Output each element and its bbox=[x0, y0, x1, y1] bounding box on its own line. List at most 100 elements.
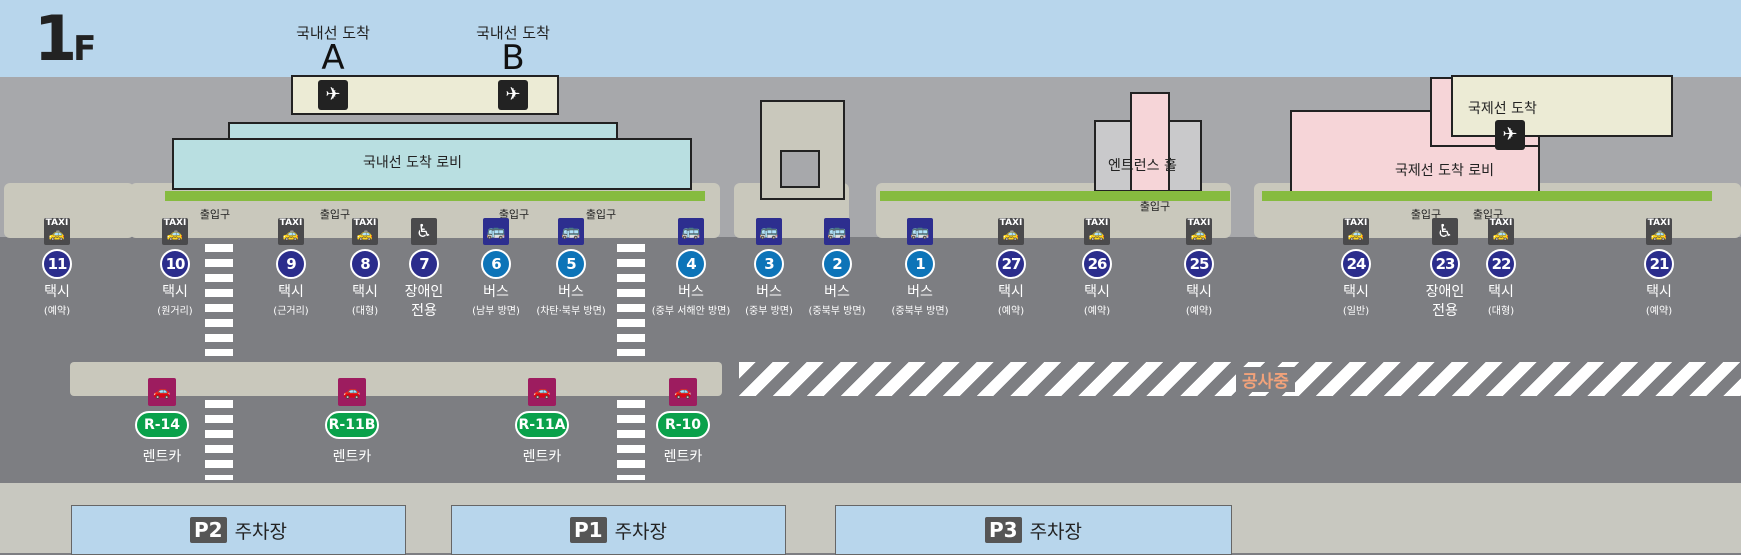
stop-label: 버스 bbox=[483, 284, 509, 300]
taxi-icon: TAXI🚕 bbox=[1488, 218, 1514, 245]
bus-icon: 🚌 bbox=[678, 218, 704, 245]
stop-number: 10 bbox=[160, 249, 190, 279]
stop-number: 6 bbox=[481, 249, 511, 279]
stop-sublabel: (예약) bbox=[1645, 306, 1673, 317]
bus-icon: 🚌 bbox=[907, 218, 933, 245]
rental-label: 렌트카 bbox=[663, 449, 703, 465]
domestic-arrival-lobby-base bbox=[172, 138, 692, 190]
stop-sublabel: (중북부 방면) bbox=[891, 306, 949, 317]
rental-label: 렌트카 bbox=[332, 449, 372, 465]
arrival-a-label: 국내선 도착 bbox=[296, 24, 370, 42]
stop-label: 버스 bbox=[907, 284, 933, 300]
stop-label: 버스 bbox=[756, 284, 782, 300]
exit-label: 출입구 bbox=[498, 208, 530, 221]
parking-code: P2 bbox=[189, 517, 227, 543]
parking-label: 주차장 bbox=[614, 520, 668, 543]
accessible-icon: ♿ bbox=[411, 218, 437, 245]
exit-label: 출입구 bbox=[1410, 208, 1442, 221]
stop-label: 택시 bbox=[278, 284, 304, 300]
rental-car-icon: 🚗 bbox=[338, 378, 366, 406]
stop-label: 택시 bbox=[162, 284, 188, 300]
taxi-icon: TAXI🚕 bbox=[352, 218, 378, 245]
bus-icon: 🚌 bbox=[824, 218, 850, 245]
stop-sublabel: (근거리) bbox=[273, 306, 309, 317]
taxi-icon: TAXI🚕 bbox=[162, 218, 188, 245]
arrival-plane-icon: ✈ bbox=[1495, 120, 1525, 150]
sky-band bbox=[0, 0, 1741, 77]
stop-number: 4 bbox=[676, 249, 706, 279]
exit-label: 출입구 bbox=[1472, 208, 1504, 221]
stop-number: 23 bbox=[1430, 249, 1460, 279]
stop-sublabel: (예약) bbox=[1083, 306, 1111, 317]
arrival-plane-icon: ✈ bbox=[498, 80, 528, 110]
stop-sublabel: (예약) bbox=[1185, 306, 1213, 317]
stop-sublabel: (대형) bbox=[351, 306, 379, 317]
stop-number: 22 bbox=[1486, 249, 1516, 279]
stop-number: 2 bbox=[822, 249, 852, 279]
taxi-icon: TAXI🚕 bbox=[998, 218, 1024, 245]
arrival-plane-icon: ✈ bbox=[318, 80, 348, 110]
stop-sublabel: (중북부 방면) bbox=[808, 306, 866, 317]
taxi-icon: TAXI🚕 bbox=[278, 218, 304, 245]
stop-sublabel: (예약) bbox=[43, 306, 71, 317]
entrance-hall-passage bbox=[1130, 92, 1170, 192]
arrival-b-label: 국내선 도착 bbox=[476, 24, 550, 42]
floor-unit: F bbox=[73, 29, 96, 69]
stop-sublabel: (차탄·북부 방면) bbox=[536, 306, 606, 317]
domestic-lobby-label: 국내선 도착 로비 bbox=[363, 155, 463, 171]
stop-number: 3 bbox=[754, 249, 784, 279]
stop-sublabel: 전용 bbox=[1432, 303, 1458, 319]
stop-label: 장애인 bbox=[1425, 284, 1465, 300]
accessible-icon: ♿ bbox=[1432, 218, 1458, 245]
center-green-strip bbox=[880, 191, 1230, 201]
rental-code: R-11B bbox=[325, 411, 379, 439]
crosswalk bbox=[617, 244, 645, 356]
domestic-green-strip bbox=[165, 191, 705, 201]
stop-number: 11 bbox=[42, 249, 72, 279]
rental-median bbox=[70, 362, 722, 396]
stop-sublabel: (중부 방면) bbox=[745, 306, 793, 317]
stop-label: 장애인 bbox=[404, 284, 444, 300]
bus-icon: 🚌 bbox=[483, 218, 509, 245]
stop-label: 버스 bbox=[558, 284, 584, 300]
stop-label: 택시 bbox=[44, 284, 70, 300]
taxi-icon: TAXI🚕 bbox=[1186, 218, 1212, 245]
international-arrival-gate bbox=[1451, 75, 1673, 137]
taxi-icon: TAXI🚕 bbox=[1646, 218, 1672, 245]
stop-number: 9 bbox=[276, 249, 306, 279]
bus-icon: 🚌 bbox=[756, 218, 782, 245]
stop-number: 24 bbox=[1341, 249, 1371, 279]
stop-sublabel: (중부 서해안 방면) bbox=[651, 306, 731, 317]
parking-p3[interactable]: P3 주차장 bbox=[835, 505, 1232, 555]
crosswalk bbox=[205, 400, 233, 480]
parking-code: P3 bbox=[984, 517, 1022, 543]
exit-label: 출입구 bbox=[199, 208, 231, 221]
rental-car-icon: 🚗 bbox=[669, 378, 697, 406]
stop-sublabel: (남부 방면) bbox=[472, 306, 520, 317]
rental-car-icon: 🚗 bbox=[528, 378, 556, 406]
stop-number: 27 bbox=[996, 249, 1026, 279]
stop-number: 25 bbox=[1184, 249, 1214, 279]
crosswalk bbox=[617, 400, 645, 480]
international-arrival-label: 국제선 도착 bbox=[1468, 101, 1537, 117]
stop-label: 버스 bbox=[824, 284, 850, 300]
crosswalk bbox=[205, 244, 233, 356]
stop-label: 택시 bbox=[1488, 284, 1514, 300]
entrance-hall-label: 엔트런스 홀 bbox=[1108, 158, 1177, 174]
stop-sublabel: (예약) bbox=[997, 306, 1025, 317]
taxi-icon: TAXI🚕 bbox=[1343, 218, 1369, 245]
exit-label: 출입구 bbox=[1139, 200, 1171, 213]
stop-number: 8 bbox=[350, 249, 380, 279]
stop-sublabel: (원거리) bbox=[157, 306, 193, 317]
international-green-strip bbox=[1262, 191, 1712, 201]
rental-code: R-10 bbox=[656, 411, 710, 439]
construction-label: 공사중 bbox=[1236, 367, 1295, 392]
stop-label: 택시 bbox=[1343, 284, 1369, 300]
taxi-icon: TAXI🚕 bbox=[1084, 218, 1110, 245]
stop-number: 5 bbox=[556, 249, 586, 279]
stop-number: 26 bbox=[1082, 249, 1112, 279]
parking-label: 주차장 bbox=[1029, 520, 1083, 543]
exit-label: 출입구 bbox=[319, 208, 351, 221]
